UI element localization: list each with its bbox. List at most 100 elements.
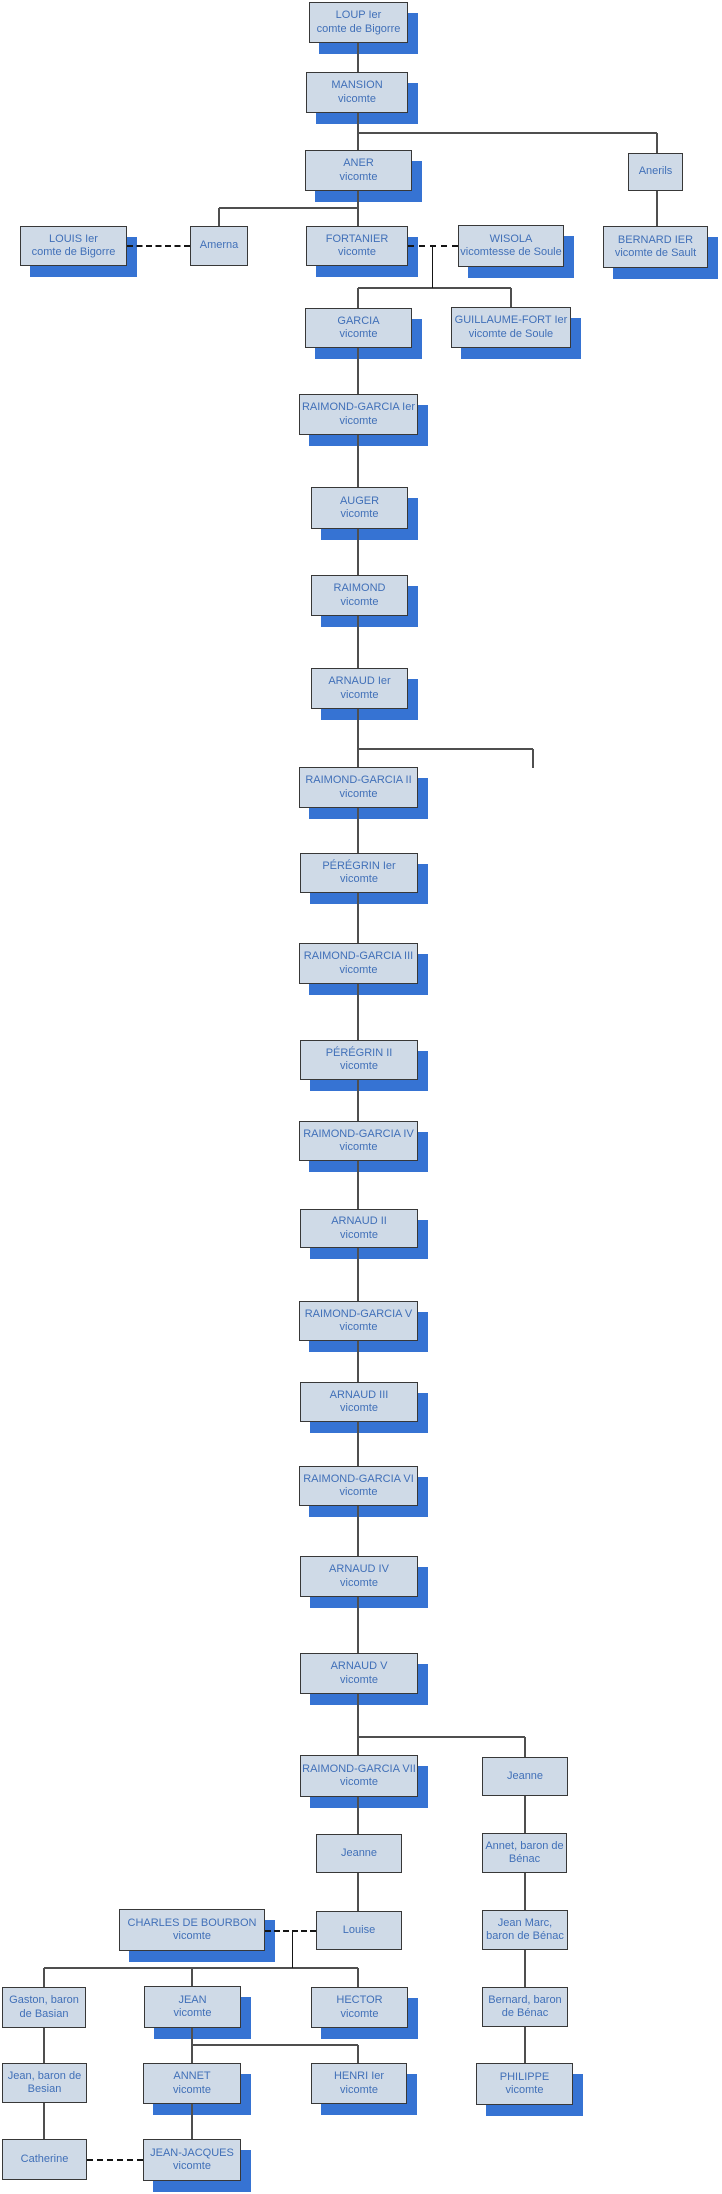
node-sublabel: vicomte — [338, 92, 376, 105]
connector-line — [357, 984, 359, 1040]
node-sublabel: vicomte — [173, 1930, 211, 1942]
node-amerna: Amerna — [190, 226, 248, 266]
node-sublabel: vicomte — [340, 1228, 378, 1241]
connector-line — [43, 1968, 45, 1987]
node-label: RAIMOND-GARCIA IV — [303, 1127, 414, 1140]
node-sublabel: vicomte — [339, 963, 378, 976]
node-jeanne-benac: Jeanne — [482, 1757, 568, 1796]
node-label: PÉRÉGRIN Ier — [322, 859, 396, 872]
marriage-dashed-line — [127, 245, 190, 247]
connector-line — [218, 208, 220, 226]
node-label: Jeanne — [506, 1769, 544, 1782]
connector-line — [357, 288, 359, 308]
node-sublabel: vicomte — [340, 1776, 378, 1788]
connector-line — [357, 1341, 359, 1382]
node-jean-marc: Jean Marc,baron de Bénac — [482, 1910, 568, 1950]
connector-line — [510, 288, 512, 307]
marriage-drop-line — [292, 1931, 293, 1968]
connector-line — [191, 2104, 193, 2139]
node-catherine: Catherine — [2, 2139, 87, 2180]
node-jeanne: Jeanne — [316, 1834, 402, 1873]
connector-line — [358, 287, 511, 289]
connector-line — [656, 191, 658, 226]
node-sublabel: Bénac — [508, 1853, 541, 1865]
connector-line — [357, 1422, 359, 1466]
connector-line — [357, 893, 359, 943]
node-label: RAIMOND-GARCIA VI — [303, 1472, 414, 1485]
node-label: Jean Marc, — [497, 1916, 553, 1929]
node-sublabel: de Bénac — [501, 2007, 549, 2019]
connector-line — [357, 191, 359, 226]
node-label: RAIMOND-GARCIA V — [304, 1307, 413, 1320]
connector-line — [357, 1968, 359, 1987]
node-label: PHILIPPE — [499, 2070, 550, 2083]
node-sublabel: comte de Bigorre — [316, 22, 401, 35]
node-sublabel: baron de Bénac — [486, 1930, 564, 1942]
node-label: Bernard, baron — [488, 1993, 562, 2006]
node-label: Gaston, baron — [9, 1994, 79, 2006]
connector-line — [219, 207, 358, 209]
node-label: Amerna — [199, 239, 239, 252]
node-label: Jean, baron de — [7, 2069, 82, 2082]
node-label: FORTANIER — [325, 232, 389, 245]
connector-line — [357, 1597, 359, 1653]
node-label: ARNAUD II — [331, 1215, 387, 1227]
marriage-dashed-line — [265, 1930, 316, 1932]
node-sublabel: vicomte de Soule — [468, 327, 554, 340]
connector-line — [357, 435, 359, 487]
connector-line — [656, 133, 658, 153]
node-label: HECTOR — [336, 1994, 383, 2006]
connector-line — [524, 1873, 526, 1910]
node-label: RAIMOND-GARCIA Ier — [301, 401, 416, 413]
node-sublabel: vicomte — [340, 1060, 378, 1072]
node-sublabel: vicomte de Sault — [614, 247, 697, 259]
node-label: Jeanne — [340, 1846, 378, 1859]
connector-line — [524, 1796, 526, 1833]
connector-line — [357, 1797, 359, 1834]
node-sublabel: vicomte — [340, 595, 379, 608]
node-sublabel: Besian — [27, 2083, 62, 2095]
node-sublabel: vicomte — [339, 328, 378, 340]
connector-line — [532, 749, 534, 768]
node-label: MANSION — [331, 79, 383, 91]
node-label: BERNARD IER — [617, 233, 694, 246]
connector-line — [357, 529, 359, 575]
node-label: Louise — [342, 1923, 376, 1936]
connector-line — [357, 1080, 359, 1121]
node-sublabel: vicomte — [339, 170, 378, 183]
marriage-drop-line — [432, 246, 433, 288]
connector-line — [357, 808, 359, 853]
connector-line — [357, 43, 359, 72]
connector-line — [44, 1967, 358, 1969]
node-label: RAIMOND-GARCIA VII — [302, 1762, 416, 1775]
connector-line — [357, 348, 359, 394]
node-sublabel: vicomte — [339, 414, 378, 427]
node-label: JEAN-JACQUES — [150, 2146, 234, 2159]
